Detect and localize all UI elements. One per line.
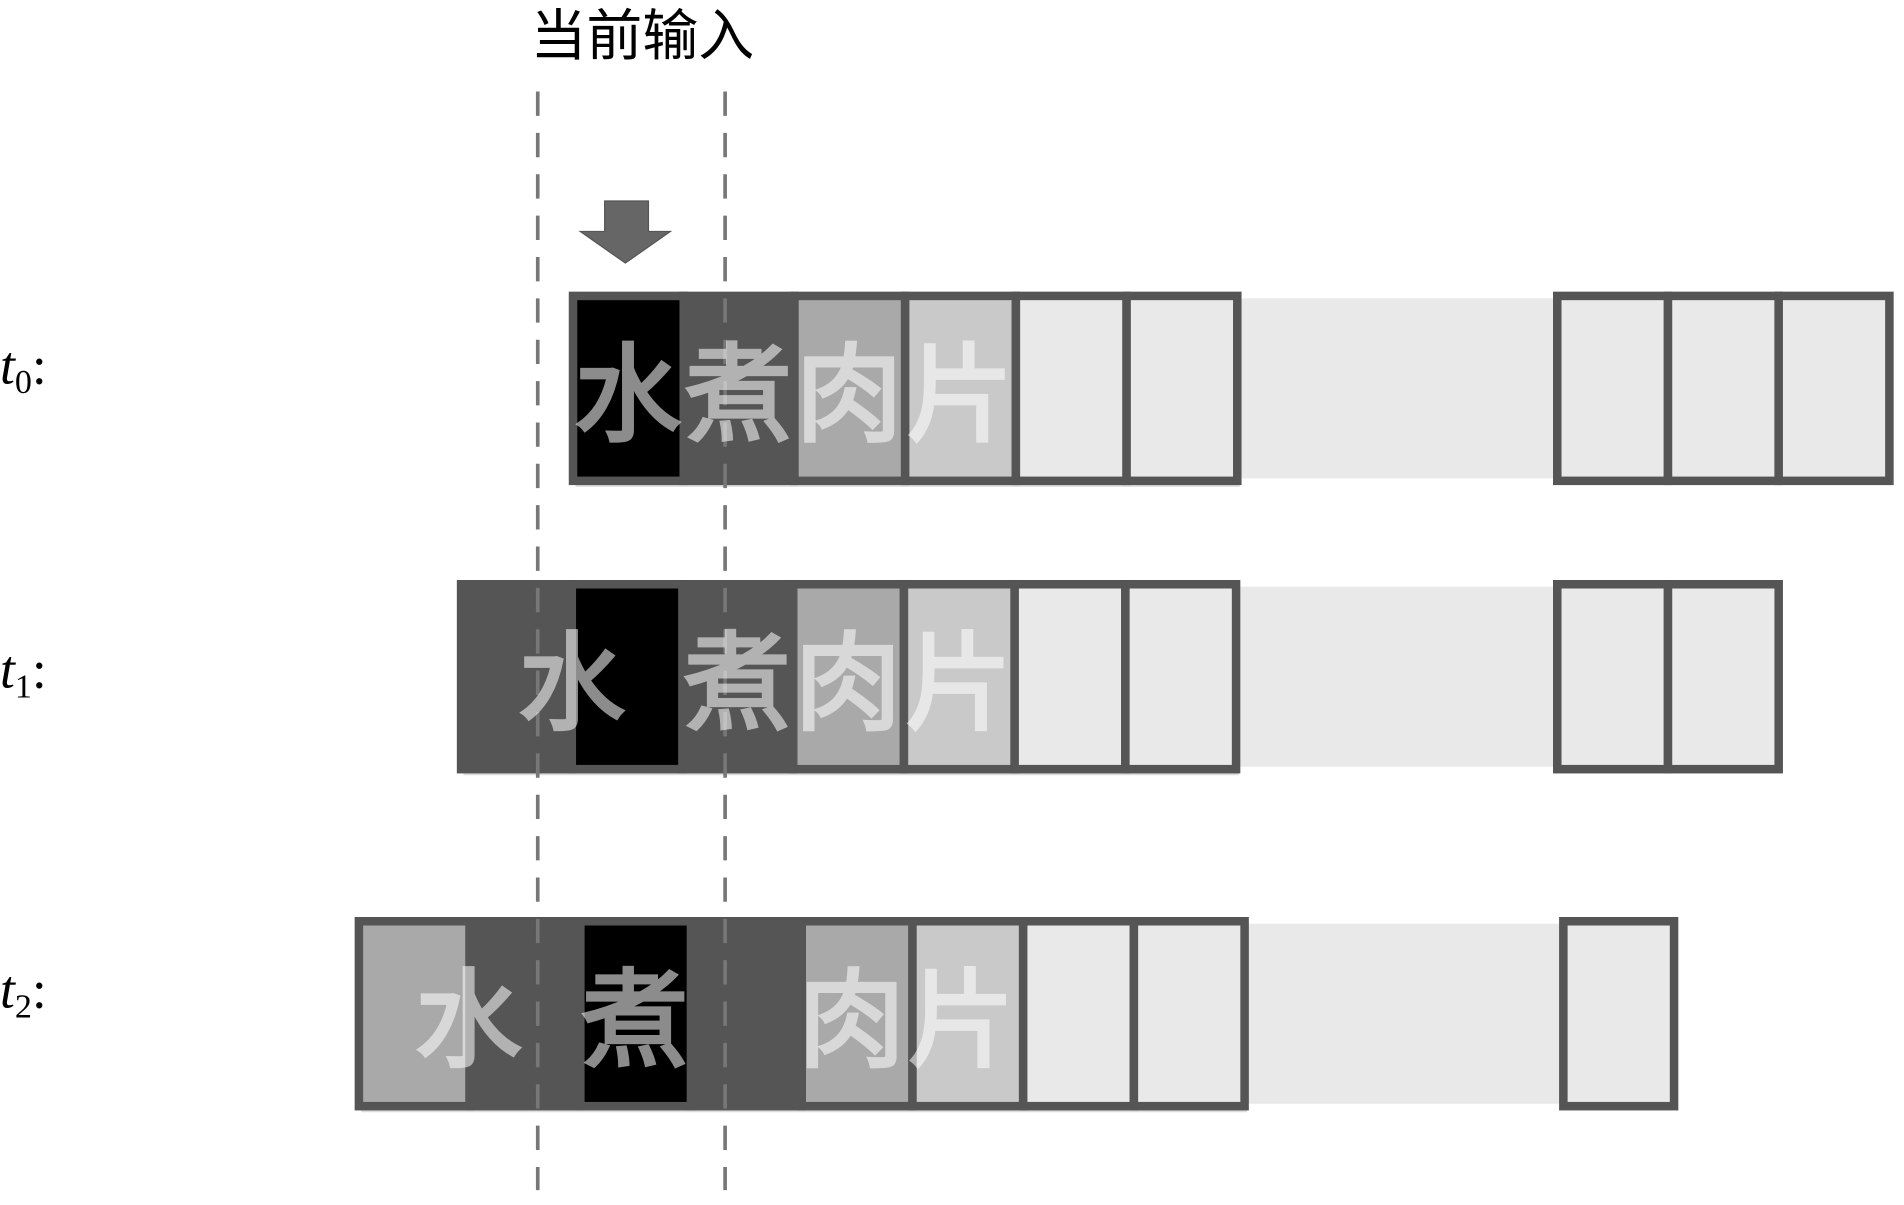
current-input-title: 当前输入 bbox=[530, 4, 754, 69]
sequence-cell-empty bbox=[1774, 291, 1894, 486]
label-subscript: 0 bbox=[15, 364, 32, 401]
sequence-cell-mid bbox=[797, 916, 917, 1111]
sequence-cell-empty bbox=[1018, 916, 1139, 1111]
label-t: t bbox=[0, 336, 16, 396]
time-step-label: t2: bbox=[0, 960, 47, 1026]
sequence-gap bbox=[1244, 923, 1564, 1104]
label-subscript: 2 bbox=[15, 988, 32, 1025]
label-colon: : bbox=[32, 336, 47, 396]
character-image-strip: 水煮肉片 bbox=[518, 623, 1012, 747]
character-glyph: 片 bbox=[906, 334, 1013, 458]
label-t: t bbox=[0, 640, 16, 700]
label-colon: : bbox=[32, 960, 47, 1020]
label-subscript: 1 bbox=[15, 668, 32, 705]
sequence-cell-empty bbox=[1122, 291, 1242, 486]
time-step-label: t1: bbox=[0, 640, 47, 706]
sequence-cell-empty bbox=[1559, 916, 1679, 1111]
character-glyph: 肉 bbox=[794, 623, 901, 747]
character-glyph: 片 bbox=[908, 960, 1015, 1084]
label-t: t bbox=[0, 960, 16, 1020]
sequence-cell-active bbox=[576, 916, 696, 1111]
character-glyph: 水 bbox=[415, 960, 523, 1084]
down-arrow-icon bbox=[578, 200, 673, 264]
character-glyph: 煮 bbox=[683, 623, 791, 747]
time-step-label: t0: bbox=[0, 336, 47, 402]
sequence-cell-empty bbox=[1129, 916, 1249, 1111]
sequence-cell-active bbox=[567, 579, 687, 774]
sequence-gap bbox=[1237, 298, 1558, 479]
character-glyph: 煮 bbox=[684, 334, 792, 458]
character-glyph: 水 bbox=[574, 334, 682, 458]
sequence-cell-dark bbox=[456, 579, 577, 774]
sequence-cell-empty bbox=[1010, 579, 1130, 774]
character-glyph: 水 bbox=[518, 623, 626, 747]
sequence-gap bbox=[1236, 586, 1558, 767]
character-image-strip: 水煮肉片 bbox=[574, 334, 1013, 458]
character-image-strip: 水煮肉片 bbox=[415, 960, 1015, 1084]
sequence-cell-dark bbox=[678, 579, 798, 774]
sequence-cell-dark bbox=[686, 916, 807, 1111]
sequence-cell-active bbox=[568, 291, 688, 486]
character-glyph: 肉 bbox=[796, 334, 903, 458]
sequence-cell-empty bbox=[1011, 291, 1131, 486]
sequence-cell-empty bbox=[1663, 579, 1783, 774]
time-step-row-1: t1: bbox=[0, 579, 1783, 776]
time-step-row-2: t2: bbox=[0, 916, 1679, 1113]
character-glyph: 片 bbox=[905, 623, 1012, 747]
character-glyph: 肉 bbox=[798, 960, 905, 1084]
sequence-cell-empty bbox=[1553, 291, 1673, 486]
character-glyph: 煮 bbox=[581, 960, 689, 1084]
sequence-cell-light bbox=[899, 579, 1019, 774]
sequence-cell-empty bbox=[1663, 291, 1783, 486]
time-step-row-0: t0: bbox=[0, 291, 1894, 487]
label-colon: : bbox=[32, 640, 47, 700]
sequence-cell-empty bbox=[1121, 579, 1241, 774]
sequence-cell-empty bbox=[1553, 579, 1673, 774]
sequence-cell-mid bbox=[790, 291, 910, 486]
